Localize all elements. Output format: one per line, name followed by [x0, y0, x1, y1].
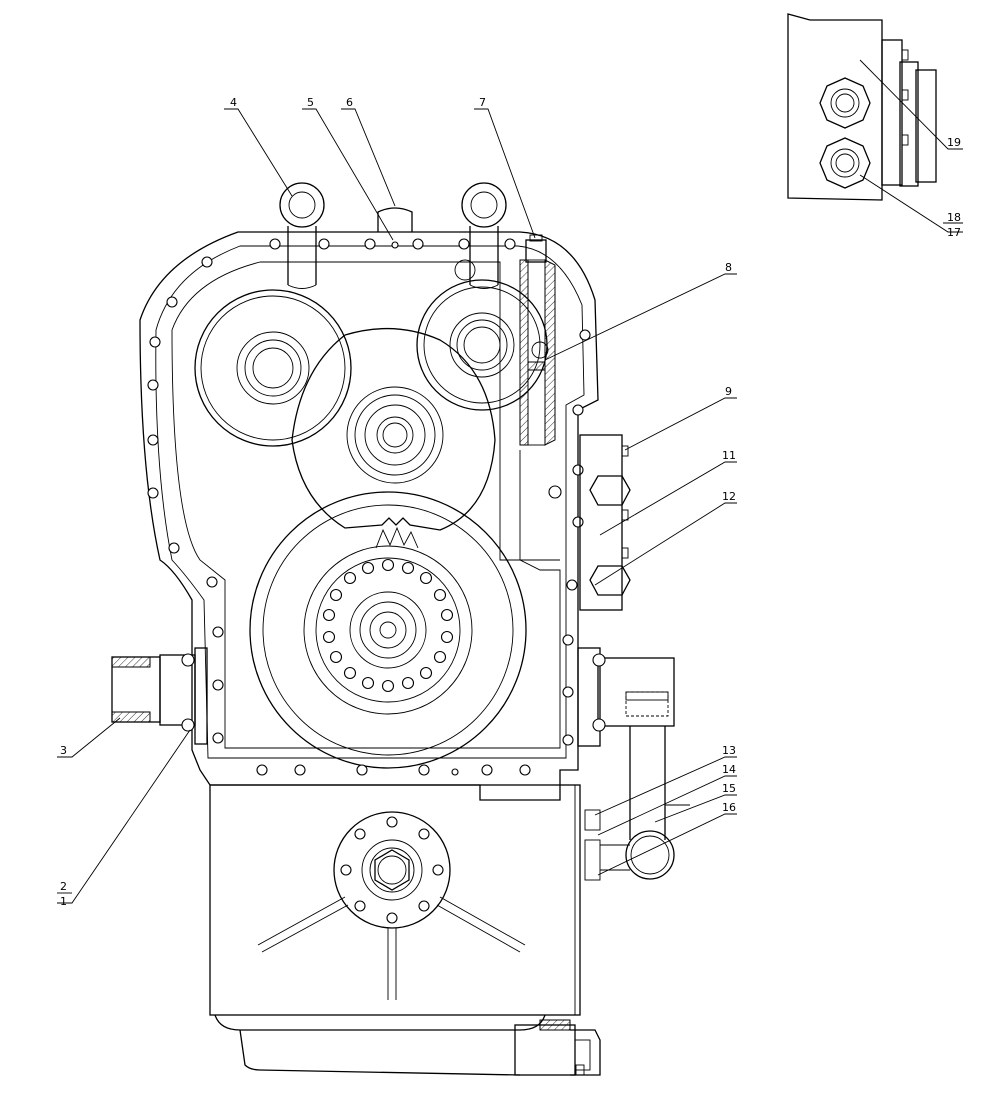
gear-upper-left	[194, 289, 352, 447]
inset-view	[787, 13, 937, 201]
lifting-eye-right	[454, 182, 507, 289]
lifting-eye-left	[279, 182, 325, 289]
callout-4: 4	[230, 96, 237, 109]
plug-top	[391, 241, 399, 249]
callout-17: 17	[947, 226, 961, 239]
callout-9: 9	[725, 385, 732, 398]
callout-12: 12	[722, 490, 736, 503]
valve-block	[579, 434, 631, 611]
housing-bolts	[147, 238, 591, 776]
gear-hub-bolts	[322, 558, 454, 693]
filler-tube	[519, 234, 556, 446]
lower-case	[209, 784, 601, 1076]
callout-5: 5	[307, 96, 314, 109]
callout-2: 2	[60, 880, 67, 893]
gear-middle	[291, 327, 496, 531]
input-flange-left	[111, 647, 208, 745]
callout-15: 15	[722, 782, 736, 795]
leader-lines	[57, 59, 963, 904]
callout-14: 14	[722, 763, 736, 776]
callout-16: 16	[722, 801, 736, 814]
callout-19: 19	[947, 136, 961, 149]
callout-7: 7	[479, 96, 486, 109]
callout-18: 18	[947, 211, 961, 224]
gearbox-housing	[139, 231, 599, 801]
callout-11: 11	[722, 449, 736, 462]
callout-13: 13	[722, 744, 736, 757]
callout-labels: 4 5 6 7 8 9 11 12 3 2 1 13 14 15 16 19 1…	[60, 96, 961, 908]
breather-cap	[377, 207, 413, 232]
callout-3: 3	[60, 744, 67, 757]
callout-1: 1	[60, 895, 67, 908]
plug-bottom	[451, 768, 459, 776]
output-flange	[257, 811, 526, 1000]
control-unit	[577, 647, 690, 881]
gear-large-lower	[249, 491, 527, 769]
flange-bolts	[340, 816, 444, 924]
callout-8: 8	[725, 261, 732, 274]
callout-6: 6	[346, 96, 353, 109]
